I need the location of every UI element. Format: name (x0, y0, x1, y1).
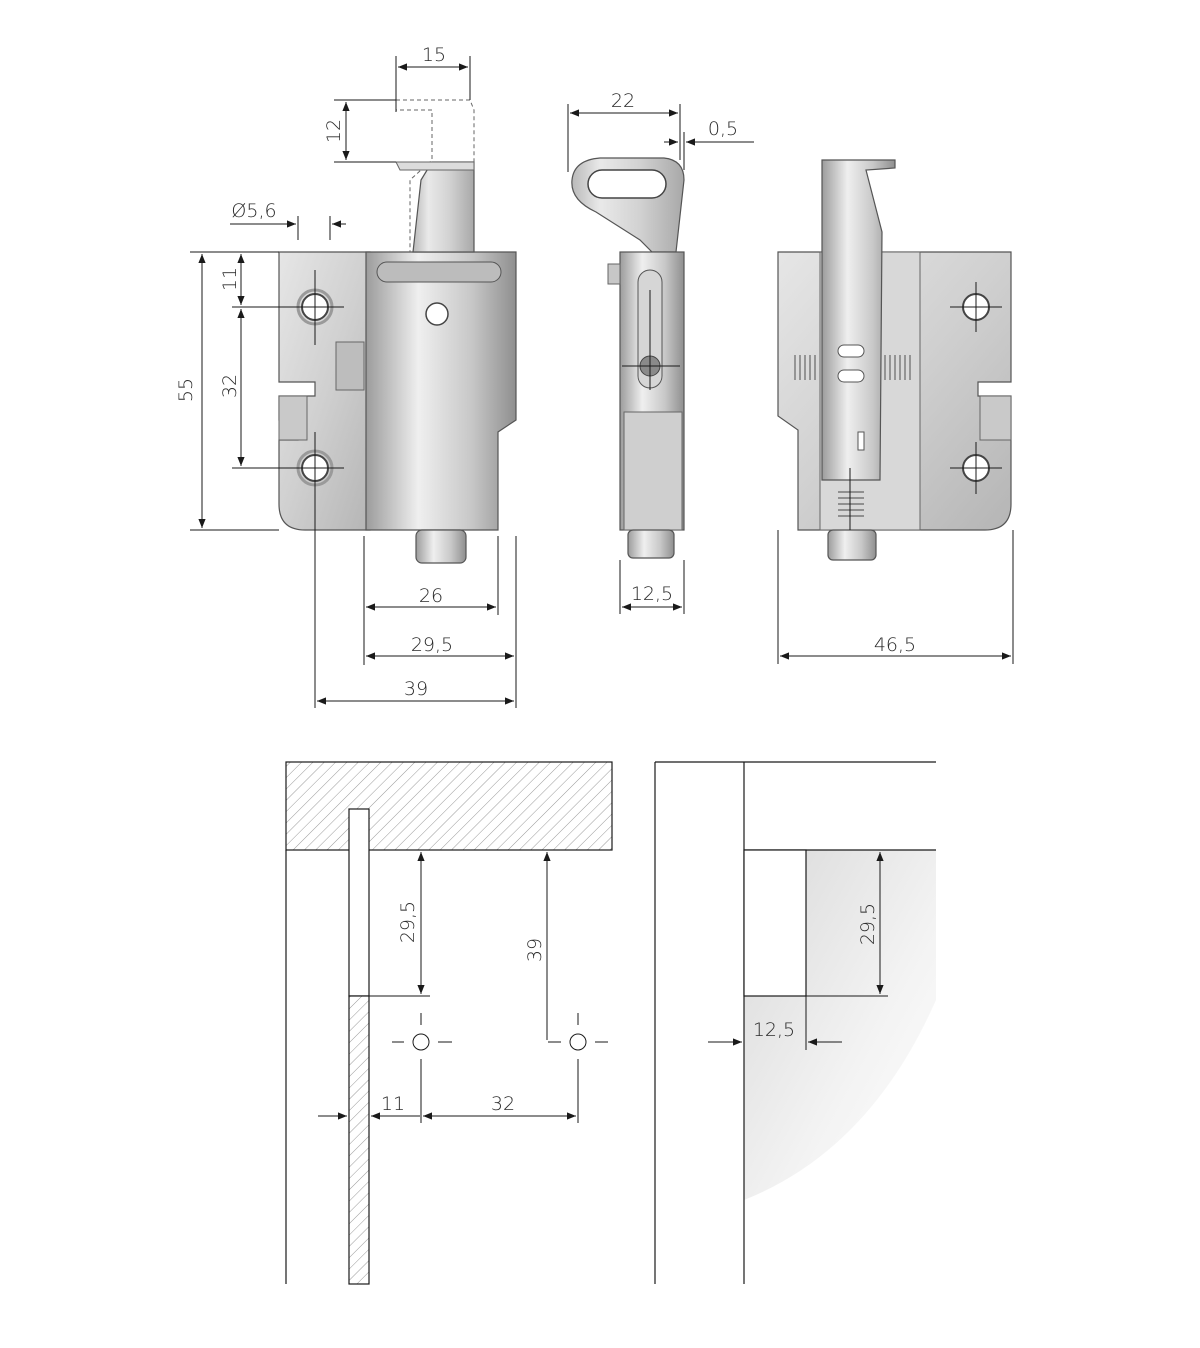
side-board-hatched (348, 995, 370, 1285)
dim-15: 15 (422, 44, 446, 66)
top-board-hatched (285, 761, 613, 851)
bottom-right-installation: 29,5 12,5 (654, 761, 936, 1284)
top-dimension-lines (190, 56, 1014, 708)
dim-32-bottom: 32 (491, 1093, 515, 1115)
back-lower-spring (838, 491, 864, 517)
back-latch-slot-1 (837, 344, 865, 358)
back-latch (821, 159, 896, 481)
shaded-area (744, 850, 936, 1200)
dim-0-5: 0,5 (708, 118, 738, 140)
dim-12-5-top: 12,5 (631, 583, 673, 605)
front-latch-tip (395, 161, 475, 171)
dim-12: 12 (323, 119, 345, 143)
dim-39-top: 39 (404, 678, 428, 700)
back-latch-mark (857, 431, 865, 451)
bottom-left-installation: 29,5 39 11 32 (285, 761, 613, 1285)
side-board-upper (348, 808, 370, 997)
dim-11-bottom: 11 (381, 1093, 405, 1115)
dim-29-5-bottom-right: 29,5 (857, 903, 879, 945)
dim-46-5: 46,5 (874, 634, 916, 656)
front-slot (376, 261, 502, 283)
front-view (278, 99, 517, 564)
dim-22: 22 (611, 90, 635, 112)
dim-26: 26 (419, 585, 443, 607)
dim-29-5-top: 29,5 (411, 634, 453, 656)
front-tab-upper (335, 341, 365, 391)
front-tab-lower (278, 395, 308, 441)
dim-hole-diameter: Ø5,6 (231, 200, 276, 222)
side-view (571, 157, 685, 559)
front-latch-hook (412, 161, 475, 253)
bottom-left-dimension-lines (318, 852, 608, 1123)
side-hook-slot (587, 169, 667, 199)
dim-39-bottom: 39 (524, 938, 546, 962)
dim-55: 55 (175, 378, 197, 402)
recess-cutout (743, 849, 807, 997)
back-spring (794, 355, 911, 380)
back-latch-slot-2 (837, 369, 865, 383)
back-tab (979, 395, 1012, 441)
front-plunger (415, 529, 467, 564)
dim-12-5-bottom: 12,5 (753, 1019, 795, 1041)
side-plunger (627, 529, 675, 559)
bottom-right-dimension-lines (708, 852, 888, 1050)
side-lower-block (623, 411, 683, 531)
front-housing (365, 251, 517, 531)
back-view (777, 159, 1012, 561)
dim-11: 11 (219, 267, 241, 291)
front-housing-hole (425, 302, 449, 326)
back-plunger (827, 529, 877, 561)
dim-32: 32 (219, 374, 241, 398)
side-tab (607, 263, 621, 285)
dim-29-5-bottom-left: 29,5 (397, 901, 419, 943)
